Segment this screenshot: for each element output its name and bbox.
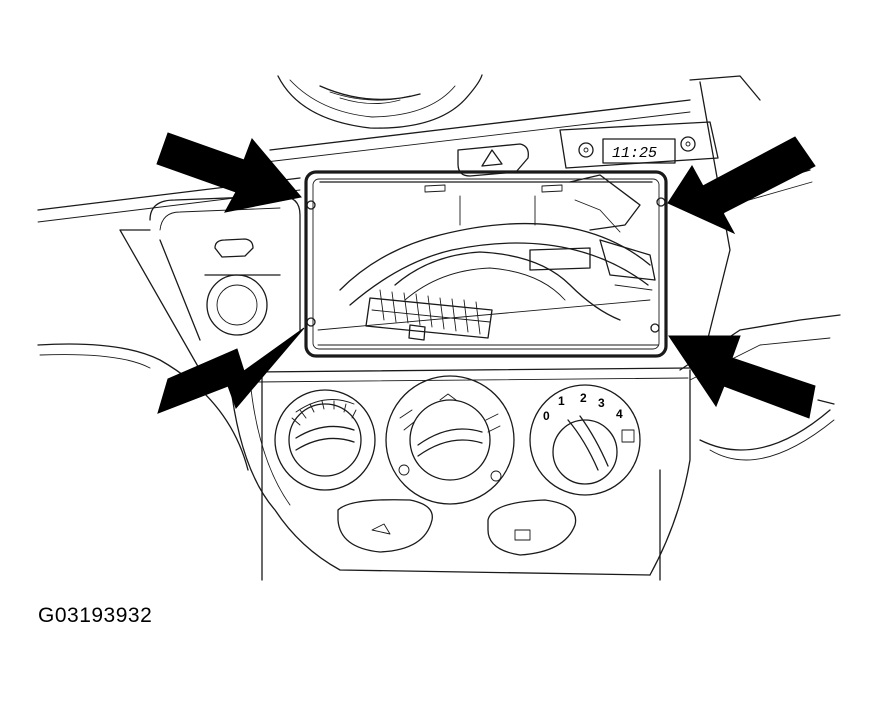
fan-dial-2: 2 xyxy=(580,391,587,405)
fan-dial-3: 3 xyxy=(598,396,605,410)
pointer-arrows xyxy=(156,132,816,419)
fan-dial-1: 1 xyxy=(558,394,565,408)
radio-opening xyxy=(304,170,668,358)
lower-panel xyxy=(249,367,691,383)
figure-id: G03193932 xyxy=(38,604,153,627)
clock-display: 11:25 xyxy=(612,145,657,162)
airflow-knob xyxy=(385,375,515,505)
arrow-lower-right-icon xyxy=(668,335,816,419)
fan-dial-4: 4 xyxy=(616,407,623,421)
arrow-upper-right-icon xyxy=(667,136,816,235)
fan-dial-0: 0 xyxy=(543,409,550,423)
arrow-upper-left-icon xyxy=(156,132,302,213)
arrow-lower-left-icon xyxy=(157,327,305,414)
clock-module: 11:25 xyxy=(559,121,719,169)
console-left xyxy=(119,195,691,581)
fan-speed-knob: 0 1 2 3 4 xyxy=(529,384,641,496)
bottom-buttons xyxy=(337,499,577,556)
temperature-knob xyxy=(274,389,376,491)
